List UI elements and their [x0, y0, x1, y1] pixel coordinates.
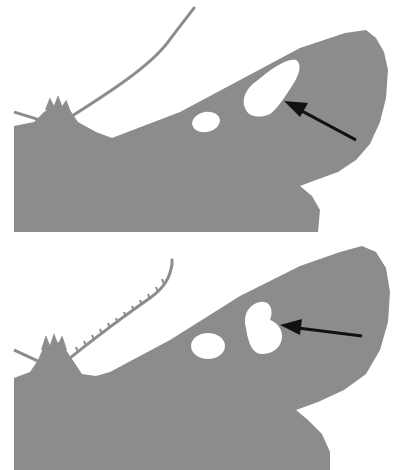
wing-illustration-top [13, 6, 388, 232]
head-tufts [45, 95, 71, 113]
head-tufts [41, 333, 67, 351]
arrow-shaft [297, 326, 363, 338]
discal-spot [244, 301, 282, 354]
panel-top [0, 0, 399, 232]
arrow-icon [280, 319, 302, 335]
arrow-shaft [299, 108, 357, 142]
antenna [70, 6, 196, 118]
discal-spot [243, 59, 300, 117]
small-spot [192, 111, 220, 133]
antenna-serrations [75, 278, 165, 353]
wing-illustration-bottom [13, 246, 390, 470]
arrow-icon [284, 101, 308, 117]
palp [13, 348, 41, 364]
small-spot [191, 333, 225, 359]
panel-bottom [0, 238, 399, 470]
palp [13, 110, 41, 122]
